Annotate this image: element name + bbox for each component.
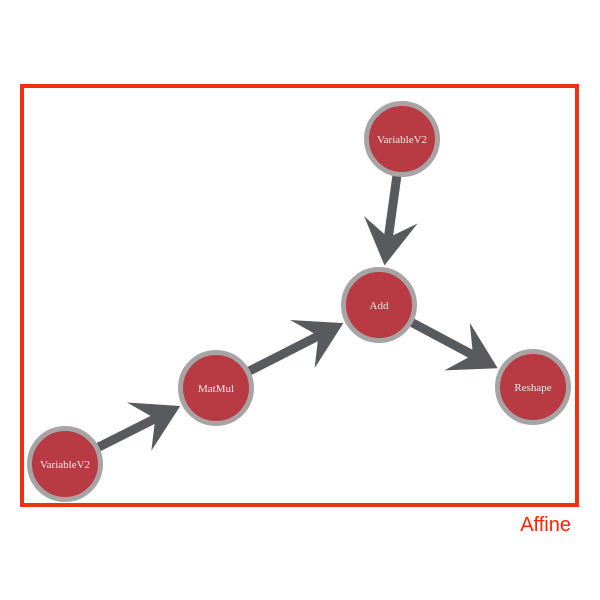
- edge-line: [383, 174, 402, 241]
- edge-arrowhead: [127, 402, 181, 451]
- edge-line: [408, 317, 477, 360]
- cluster-label: Affine: [520, 514, 571, 536]
- node-label: VariableV2: [377, 134, 427, 146]
- node-label: MatMul: [198, 383, 234, 395]
- node-label: Reshape: [514, 382, 551, 394]
- edge-arrowhead: [364, 216, 418, 266]
- node-circle: [178, 350, 254, 426]
- node-var_bottom[interactable]: VariableV2: [27, 426, 103, 502]
- edge-var_bottom-to-matmul: [95, 402, 181, 452]
- node-label: Add: [370, 300, 389, 312]
- edge-add-to-reshape: [408, 317, 498, 371]
- node-var_top[interactable]: VariableV2: [364, 101, 440, 177]
- edge-line: [95, 413, 160, 452]
- edge-matmul-to-add: [246, 319, 344, 376]
- node-circle: [27, 426, 103, 502]
- node-reshape[interactable]: Reshape: [495, 349, 571, 425]
- edge-line: [246, 330, 323, 376]
- edge-var_top-to-add: [364, 174, 418, 266]
- node-circle: [495, 349, 571, 425]
- node-circle: [364, 101, 440, 177]
- edge-arrowhead: [290, 319, 344, 369]
- node-circle: [341, 267, 417, 343]
- node-add[interactable]: Add: [341, 267, 417, 343]
- node-matmul[interactable]: MatMul: [178, 350, 254, 426]
- edges-layer: [95, 174, 498, 452]
- node-label: VariableV2: [40, 459, 90, 471]
- cluster-box-affine: [20, 84, 579, 507]
- edge-arrowhead: [444, 322, 498, 371]
